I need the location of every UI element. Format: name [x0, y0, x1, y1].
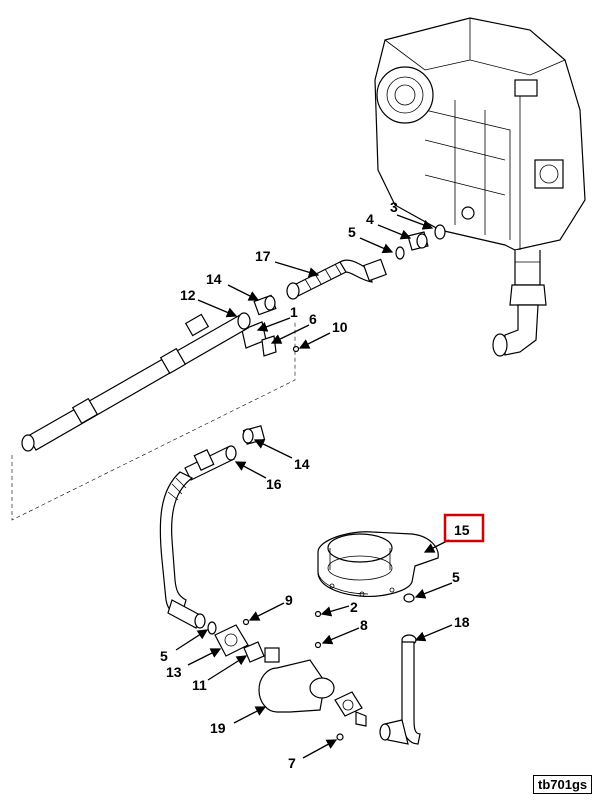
callout-6: 6	[309, 311, 317, 327]
callout-10: 10	[332, 319, 348, 335]
callout-5-upper: 5	[348, 224, 356, 240]
callout-5-left: 5	[160, 648, 168, 664]
callout-8: 8	[360, 617, 368, 633]
phantom-outline	[11, 320, 296, 521]
o-ring-5-lower-left	[207, 621, 217, 635]
callout-17: 17	[255, 248, 271, 264]
callout-14-lower: 14	[294, 456, 310, 472]
callout-15: 15	[454, 522, 470, 538]
figure-code-label: tb701gs	[533, 775, 593, 794]
transmission-housing	[374, 17, 586, 357]
callout-2: 2	[350, 599, 358, 615]
callout-labels: 3 4 5 17 14 12 1 6 10 14 16 15 5 2 9 18 …	[160, 199, 470, 771]
callout-18: 18	[454, 614, 470, 630]
callout-14-upper: 14	[206, 271, 222, 287]
fitting-4	[407, 231, 429, 251]
callout-9: 9	[285, 592, 293, 608]
leader-lines	[175, 214, 453, 759]
callout-5-right: 5	[452, 569, 460, 585]
callout-1: 1	[290, 304, 298, 320]
callout-4: 4	[366, 211, 374, 227]
hose-17	[286, 258, 387, 300]
pump-19	[258, 647, 335, 713]
o-ring-5-upper	[395, 246, 405, 260]
pin-9	[242, 618, 250, 626]
callout-11: 11	[192, 677, 207, 693]
callout-19: 19	[210, 720, 226, 736]
fitting-14-lower	[242, 425, 266, 445]
fitting-14-upper	[253, 294, 277, 316]
tube-16	[159, 445, 237, 629]
gasket-11	[243, 641, 265, 663]
tube-18	[379, 634, 421, 745]
callout-16: 16	[266, 476, 282, 492]
o-ring-5-lower-right	[403, 593, 415, 603]
callout-15-highlight	[443, 513, 485, 543]
screws-2-8	[314, 610, 322, 649]
tube-assembly-12	[21, 312, 251, 452]
pump-outlet-flange	[334, 691, 367, 727]
gasket-3	[434, 224, 446, 240]
callout-7: 7	[288, 755, 296, 771]
callout-12: 12	[180, 287, 196, 303]
screw-7	[336, 733, 344, 741]
callout-3: 3	[390, 199, 398, 215]
strainer-pan-15	[317, 531, 439, 597]
callout-13: 13	[166, 664, 182, 680]
brackets-1-6	[241, 321, 300, 357]
flange-13	[214, 624, 249, 657]
